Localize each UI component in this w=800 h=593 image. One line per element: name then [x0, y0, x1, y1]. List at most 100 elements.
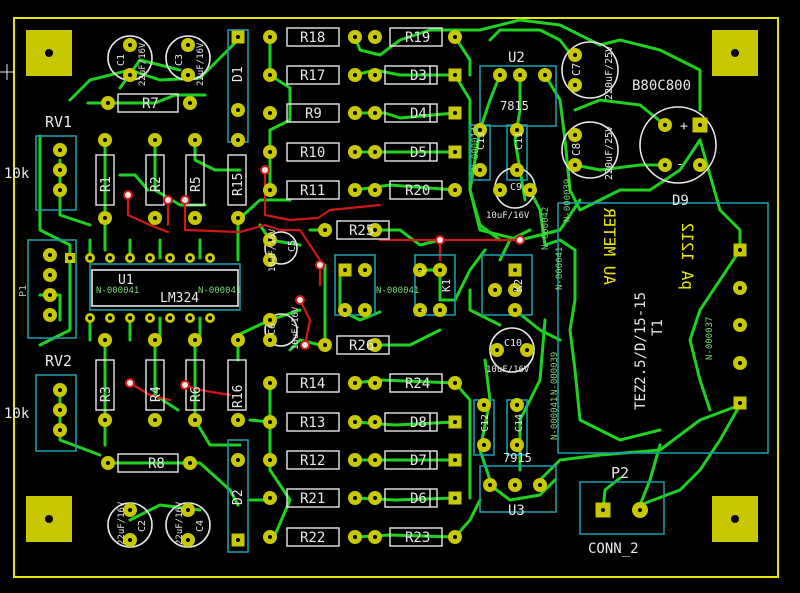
- pad-drill: [353, 188, 357, 192]
- label-r12: R12: [300, 453, 325, 469]
- mounting-hole-bottom-right[interactable]: [712, 496, 758, 542]
- mounting-hole-top-right[interactable]: [712, 30, 758, 76]
- pad-drill: [663, 163, 667, 167]
- pad-drill: [353, 73, 357, 77]
- net-label-10: N-000041: [555, 247, 565, 290]
- label-c8-value: 220uF/25V: [604, 126, 615, 180]
- pad-drill: [186, 508, 190, 512]
- label-r16: R16: [231, 385, 246, 408]
- pad-drill: [738, 323, 742, 327]
- pad-drill: [188, 256, 192, 260]
- polarity-plus-bridge: +: [680, 119, 688, 134]
- label-r19: R19: [405, 30, 430, 46]
- pad-drill: [353, 496, 357, 500]
- label-d5: D5: [410, 145, 427, 161]
- mounting-hole-bottom-left[interactable]: [26, 496, 72, 542]
- label-r26: R26: [349, 338, 374, 354]
- pad-drill: [738, 361, 742, 365]
- pad-drill: [186, 43, 190, 47]
- pad-drill: [373, 111, 377, 115]
- pad-drill: [48, 273, 52, 277]
- pad-drill: [128, 508, 132, 512]
- vias: [123, 165, 525, 390]
- pad-drill: [128, 316, 132, 320]
- resistor-outlines: [95, 27, 443, 547]
- pad-drill: [128, 43, 132, 47]
- label-c6: C6: [267, 323, 278, 335]
- pad-drill: [353, 420, 357, 424]
- pad-drill: [453, 496, 457, 500]
- label-bridge: B80C800: [632, 78, 691, 94]
- pad-drill: [498, 73, 502, 77]
- pad-drill: [236, 216, 240, 220]
- pad-drill: [268, 35, 272, 39]
- pad-drill: [148, 256, 152, 260]
- pad-drill: [493, 288, 497, 292]
- pad-drill: [88, 256, 92, 260]
- label-c7-value: 220uF/25V: [604, 46, 615, 100]
- pad-drill: [528, 188, 532, 192]
- pad-drill: [58, 168, 62, 172]
- pad-drill: [478, 168, 482, 172]
- crosshair-cursor-icon: [0, 64, 14, 80]
- pad-drill: [453, 420, 457, 424]
- pad-drill: [738, 401, 742, 405]
- pad-drill: [236, 35, 240, 39]
- pad-drill: [103, 216, 107, 220]
- label-d7: D7: [410, 453, 427, 469]
- pad-drill: [482, 443, 486, 447]
- pad-drill: [48, 313, 52, 317]
- label-rv2: RV2: [45, 352, 72, 370]
- pad-drill: [58, 428, 62, 432]
- label-r3: R3: [99, 386, 114, 402]
- net-label-1: N-000041: [96, 286, 139, 296]
- pad-drill: [453, 188, 457, 192]
- label-d3: D3: [410, 68, 427, 84]
- pad-drill: [236, 108, 240, 112]
- pad-drill: [488, 483, 492, 487]
- label-conn2: CONN_2: [588, 541, 639, 557]
- pad-drill: [48, 253, 52, 257]
- pad-drill: [495, 348, 499, 352]
- pad-drill: [103, 418, 107, 422]
- net-label-8: N-000041: [550, 397, 560, 440]
- pad-drill: [268, 535, 272, 539]
- label-r14: R14: [300, 376, 325, 392]
- pad-drill: [373, 188, 377, 192]
- label-r8: R8: [148, 456, 165, 472]
- pad-drill: [373, 458, 377, 462]
- pad-drill: [573, 53, 577, 57]
- pad-drill: [353, 535, 357, 539]
- polarity-minus-relay: -: [418, 300, 428, 319]
- pad-drill: [418, 308, 422, 312]
- label-d4: D4: [410, 106, 427, 122]
- label-reg-pos: 7815: [500, 99, 529, 113]
- label-c7: C7: [570, 63, 583, 76]
- label-r17: R17: [300, 68, 325, 84]
- label-r18: R18: [300, 30, 325, 46]
- pad-drill: [268, 381, 272, 385]
- label-c5: C5: [287, 240, 298, 252]
- pad-drill: [48, 293, 52, 297]
- pad-drill: [58, 408, 62, 412]
- pad-drill: [438, 268, 442, 272]
- polarity-plus-relay: +: [418, 261, 428, 280]
- pad-drill: [128, 256, 132, 260]
- label-c4: C4: [195, 520, 206, 532]
- pad-drill: [363, 308, 367, 312]
- mounting-hole-top-left[interactable]: [26, 30, 72, 76]
- label-r7: R7: [142, 96, 159, 112]
- pad-drill: [168, 316, 172, 320]
- label-mirror-1: AU METER: [600, 208, 619, 285]
- label-r9: R9: [305, 106, 322, 122]
- label-d2: D2: [231, 489, 246, 505]
- net-label-4: N-000014: [471, 127, 481, 170]
- label-c9: C9: [510, 182, 522, 193]
- pad-drill: [153, 338, 157, 342]
- label-d8: D8: [410, 415, 427, 431]
- pad-drill: [543, 73, 547, 77]
- label-k1: K1: [440, 279, 453, 292]
- label-r5: R5: [189, 176, 204, 192]
- pad-drill: [188, 461, 192, 465]
